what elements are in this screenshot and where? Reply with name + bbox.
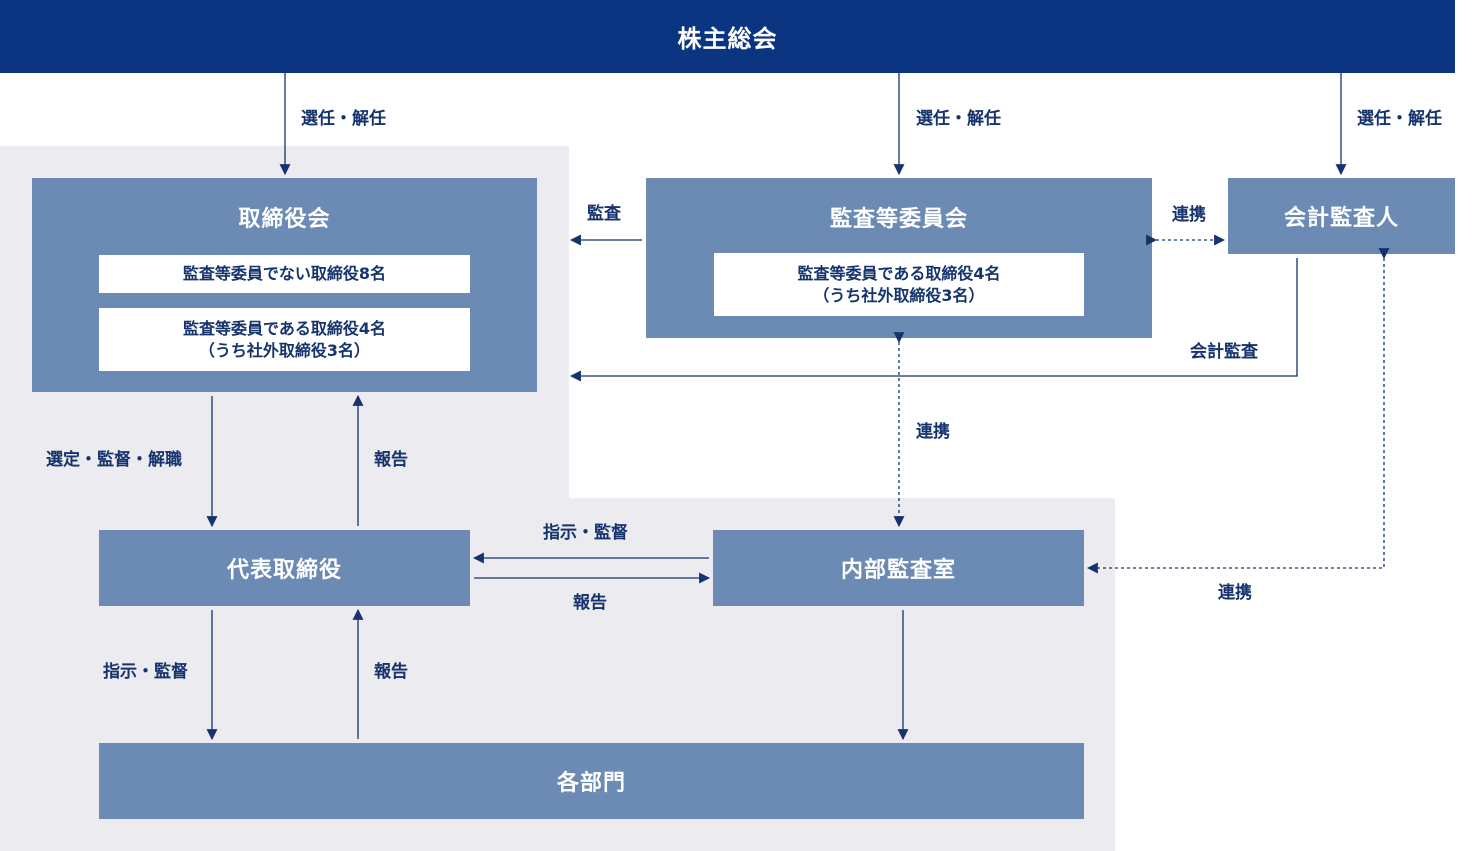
- label-cooperation-right: 連携: [1218, 583, 1252, 603]
- label-report-internal: 報告: [573, 593, 607, 613]
- label-report-departments: 報告: [374, 662, 408, 682]
- board-member-group-audit-line1: 監査等委員である取締役4名: [183, 318, 386, 338]
- board-member-group-audit-line2: （うち社外取締役3名）: [198, 340, 371, 360]
- representative-director-box: 代表取締役: [99, 530, 470, 606]
- audit-committee-box: 監査等委員会 監査等委員である取締役4名 （うち社外取締役3名）: [646, 178, 1152, 338]
- arrow-accounting-auditor-internal-audit-cooperation: [1086, 248, 1390, 574]
- accounting-auditor-title: 会計監査人: [1283, 206, 1399, 231]
- internal-audit-office-title: 内部監査室: [840, 558, 956, 583]
- label-report-board: 報告: [374, 450, 408, 470]
- label-elect-board: 選任・解任: [301, 109, 386, 129]
- board-of-directors-title: 取締役会: [238, 207, 331, 232]
- label-instruct-supervise-departments: 指示・監督: [103, 662, 188, 682]
- label-cooperation-mid: 連携: [916, 422, 950, 442]
- label-select-supervise-dismiss: 選定・監督・解職: [46, 450, 182, 470]
- audit-committee-members-line2: （うち社外取締役3名）: [813, 285, 985, 305]
- label-cooperation-top: 連携: [1172, 205, 1206, 225]
- accounting-auditor-box: 会計監査人: [1228, 178, 1455, 254]
- audit-committee-title: 監査等委員会: [829, 207, 968, 232]
- representative-director-title: 代表取締役: [226, 558, 342, 583]
- internal-audit-office-box: 内部監査室: [713, 530, 1084, 606]
- departments-title: 各部門: [556, 771, 626, 796]
- label-instruct-supervise-internal: 指示・監督: [543, 523, 628, 543]
- board-member-group-audit: 監査等委員である取締役4名 （うち社外取締役3名）: [99, 308, 470, 371]
- audit-committee-members-line1: 監査等委員である取締役4名: [797, 263, 1001, 283]
- label-audit: 監査: [587, 204, 621, 224]
- arrow-accounting-audit: [569, 258, 1298, 382]
- audit-committee-members: 監査等委員である取締役4名 （うち社外取締役3名）: [714, 253, 1084, 316]
- board-member-group-non-audit: 監査等委員でない取締役8名: [99, 255, 470, 293]
- board-member-group-non-audit-text: 監査等委員でない取締役8名: [182, 264, 387, 283]
- label-elect-accounting-auditor: 選任・解任: [1357, 109, 1442, 129]
- departments-box: 各部門: [99, 743, 1084, 819]
- label-accounting-audit: 会計監査: [1190, 342, 1258, 362]
- board-of-directors-box: 取締役会 監査等委員でない取締役8名 監査等委員である取締役4名 （うち社外取締…: [32, 178, 537, 392]
- shareholders-meeting-title: 株主総会: [677, 25, 778, 53]
- shareholders-meeting-bar: 株主総会: [0, 0, 1455, 73]
- label-elect-audit-committee: 選任・解任: [916, 109, 1001, 129]
